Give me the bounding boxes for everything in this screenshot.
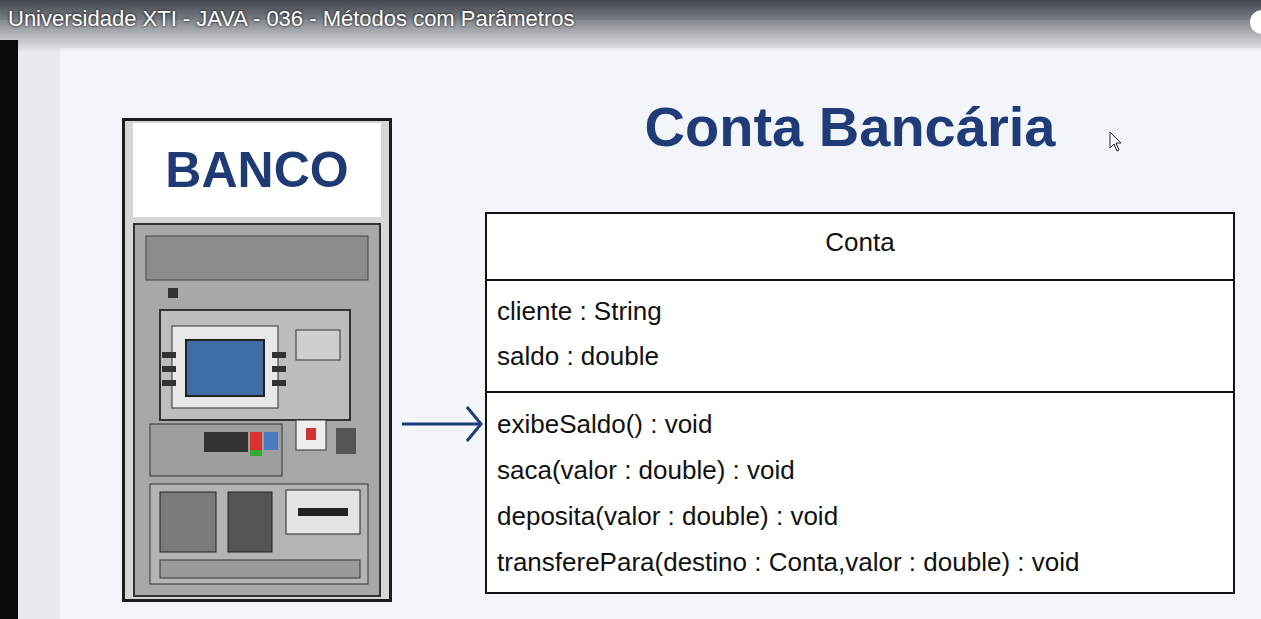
mouse-cursor [1110,132,1121,151]
method-text: transferePara(destino : Conta,valor : do… [497,539,1223,585]
method-text: deposita(valor : double) : void [497,493,1223,539]
method-text: exibeSaldo() : void [497,401,1223,447]
uml-class-box: Contacliente : Stringsaldo : doubleexibe… [485,212,1235,594]
class-name: Conta [487,214,1233,277]
uml-compartment: exibeSaldo() : voidsaca(valor : double) … [487,391,1233,594]
slide-panel [60,48,1261,619]
attribute-text: cliente : String [497,289,1223,334]
letterbox-strip [0,40,18,619]
video-title: Universidade XTI - JAVA - 036 - Métodos … [8,6,575,32]
slide-title: Conta Bancária [560,94,1140,159]
player-button [1250,10,1261,34]
atm-frame: BANCO [122,118,392,602]
uml-compartment: cliente : Stringsaldo : double [487,279,1233,391]
bank-sign: BANCO [133,123,381,217]
video-title-shade [0,0,1261,52]
pointer-arrow [402,407,481,441]
atm-illustration [124,120,390,600]
method-text: saca(valor : double) : void [497,447,1223,493]
attribute-text: saldo : double [497,334,1223,379]
